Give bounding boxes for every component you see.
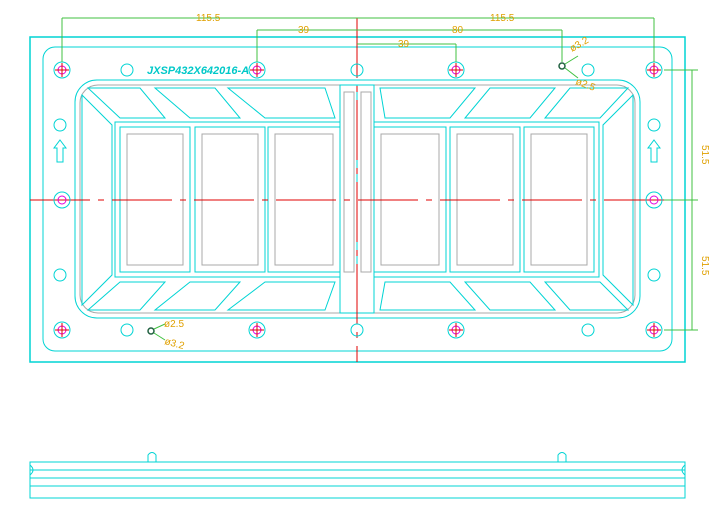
hole-tl <box>53 61 71 79</box>
side-pin-left <box>147 452 157 462</box>
hole-plain-9 <box>647 118 661 132</box>
chamfer-top-1 <box>86 87 167 119</box>
hole-b3 <box>447 321 465 339</box>
hole-plain-2 <box>350 63 364 77</box>
hole-b2 <box>248 321 266 339</box>
hole-plain-5 <box>350 323 364 337</box>
dim-offset-a: 39 <box>298 25 310 36</box>
hole-label-top-inner: ø2.5 <box>574 76 597 93</box>
hole-t3 <box>447 61 465 79</box>
side-view-outline <box>29 461 686 499</box>
center-lines <box>30 18 685 362</box>
hole-small-top <box>558 62 566 70</box>
hole-br <box>645 321 663 339</box>
side-edge-left <box>29 464 34 476</box>
center-channel-left-slot <box>343 91 355 273</box>
chamfer-bottom-4 <box>379 281 477 311</box>
hole-plain-3 <box>581 63 595 77</box>
hole-plain-10 <box>647 268 661 282</box>
dim-offset-b: 80 <box>452 25 464 36</box>
side-edge-right <box>681 464 686 476</box>
plain-holes <box>53 62 661 337</box>
dim-offset-c: 39 <box>398 39 410 50</box>
dimension-text: 115.5 115.5 39 80 39 51.5 51.5 ø3.2 ø2.5… <box>163 13 710 352</box>
chamfer-bottom-5 <box>463 281 557 311</box>
chamfer-top-2 <box>153 87 242 119</box>
chamfer-details <box>81 87 634 311</box>
center-channel-right-slot <box>360 91 372 273</box>
chamfer-top-4 <box>379 87 477 119</box>
hole-plain-8 <box>53 268 67 282</box>
chamfer-right-wall <box>602 93 634 307</box>
hole-plain-1 <box>120 63 134 77</box>
hole-t2 <box>248 61 266 79</box>
dim-height-upper: 51.5 <box>699 145 710 165</box>
direction-arrows <box>53 139 661 163</box>
chamfer-top-3 <box>226 87 336 119</box>
hole-plain-6 <box>581 323 595 337</box>
dimension-lines <box>61 17 698 341</box>
chamfer-top-6 <box>543 87 630 119</box>
hole-tr <box>645 61 663 79</box>
part-code: JXSP432X642016-A <box>147 65 249 77</box>
side-view <box>29 452 686 499</box>
hole-label-bottom-outer: ø3.2 <box>163 336 186 352</box>
dim-height-lower: 51.5 <box>699 256 710 276</box>
hole-label-bottom-inner: ø2.5 <box>164 319 184 330</box>
dim-right-width: 115.5 <box>490 13 515 24</box>
arrow-up-icon <box>53 139 67 163</box>
hole-mr <box>645 191 663 209</box>
side-pin-right <box>557 452 567 462</box>
hole-label-top-outer: ø3.2 <box>568 35 591 55</box>
hole-bl <box>53 321 71 339</box>
chamfer-bottom-2 <box>153 281 242 311</box>
hole-plain-4 <box>120 323 134 337</box>
chamfer-left-wall <box>81 93 113 307</box>
chamfer-bottom-6 <box>543 281 630 311</box>
hole-small-bottom <box>147 327 155 335</box>
mounting-holes <box>53 61 663 339</box>
chamfer-bottom-1 <box>86 281 167 311</box>
chamfer-bottom-3 <box>226 281 336 311</box>
hole-plain-7 <box>53 118 67 132</box>
chamfer-top-5 <box>463 87 557 119</box>
hole-ml <box>53 191 71 209</box>
dim-total-width: 115.5 <box>196 13 221 24</box>
arrow-up-icon-right <box>647 139 661 163</box>
